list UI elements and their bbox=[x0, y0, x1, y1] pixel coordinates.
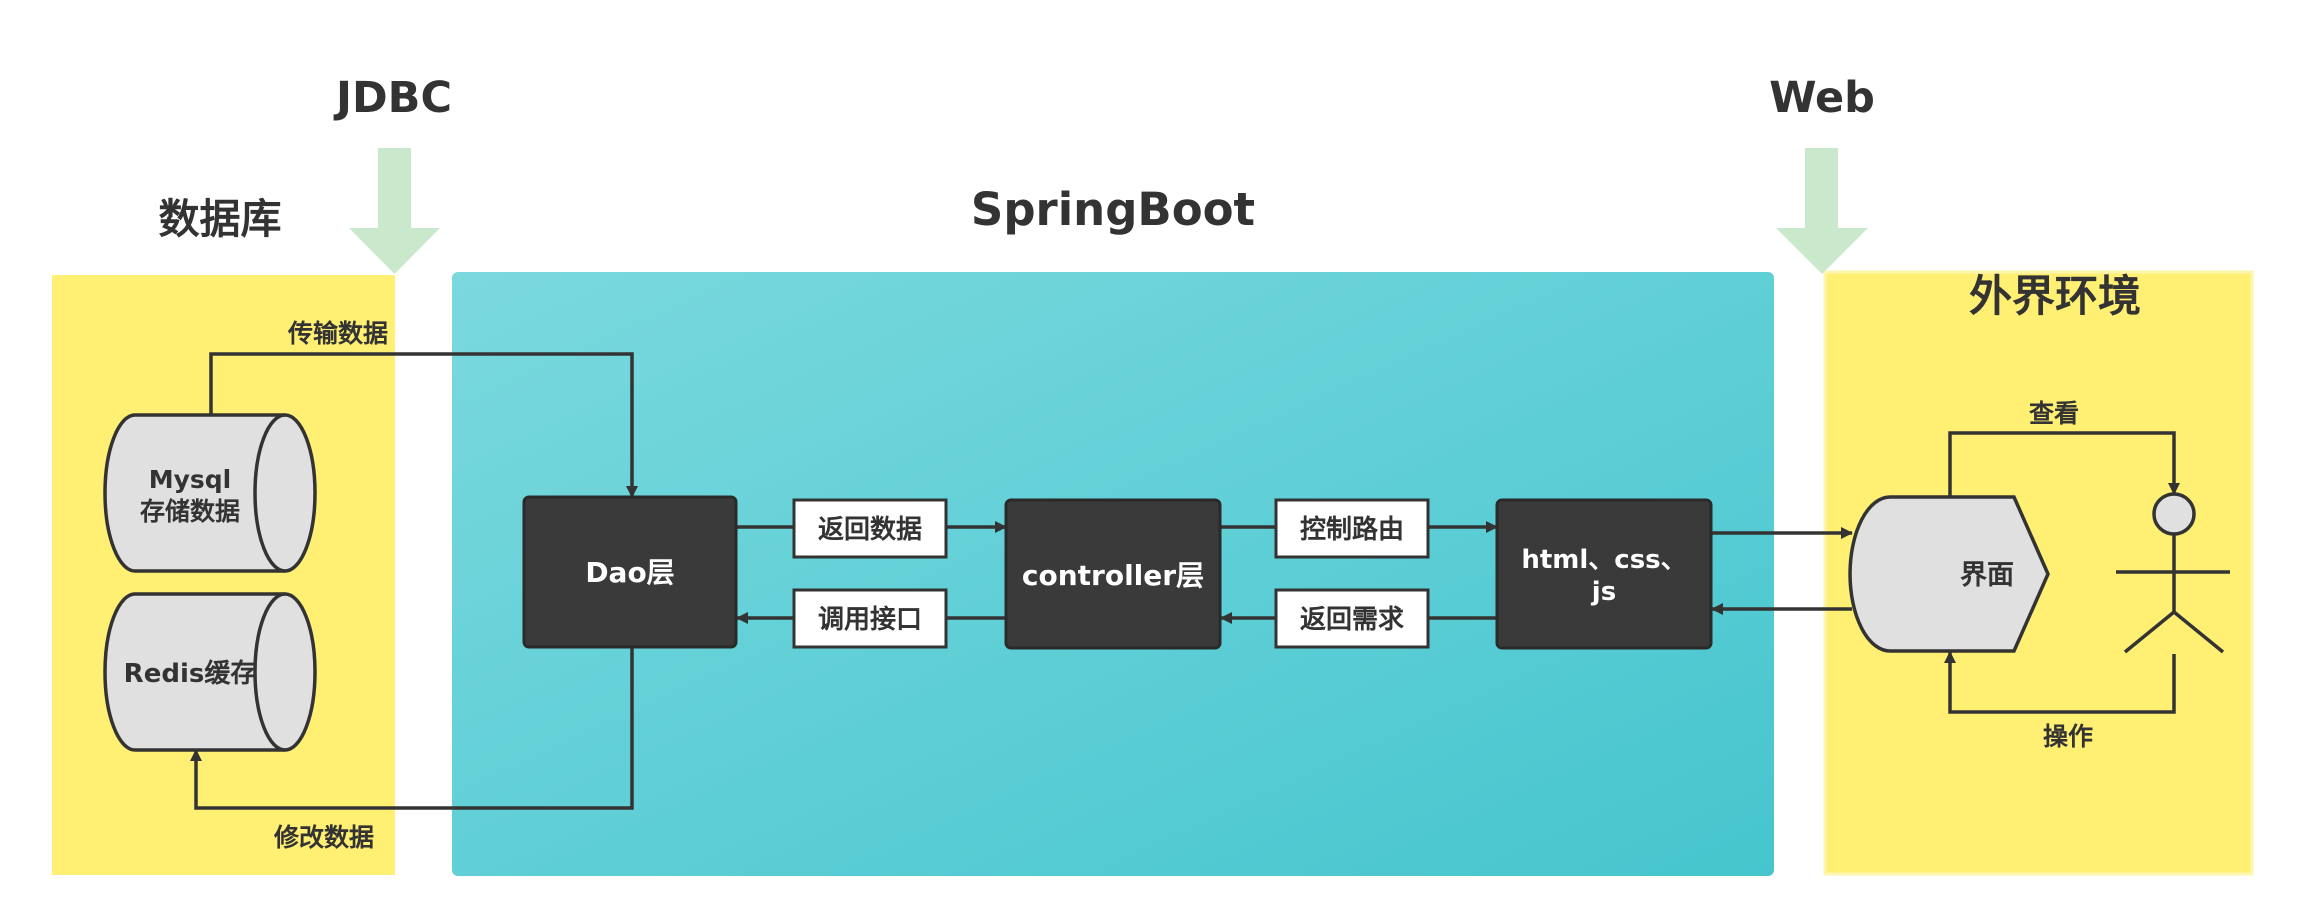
return-data-label: 返回数据 bbox=[818, 515, 922, 545]
transfer-data-label: 传输数据 bbox=[287, 319, 388, 348]
frontend-layer-box: html、css、 js bbox=[1495, 498, 1713, 650]
return-data-box: 返回数据 bbox=[792, 498, 948, 559]
view-label: 查看 bbox=[2029, 399, 2079, 428]
web-down-arrow bbox=[1776, 148, 1868, 274]
modify-data-label: 修改数据 bbox=[273, 823, 374, 852]
call-interface-label: 调用接口 bbox=[818, 605, 922, 635]
web-heading: Web bbox=[1769, 73, 1875, 123]
controller-layer-box: controller层 bbox=[1004, 498, 1222, 650]
database-heading: 数据库 bbox=[159, 195, 282, 243]
frontend-layer-label-line2: js bbox=[1591, 577, 1616, 607]
return-request-label: 返回需求 bbox=[1300, 605, 1404, 635]
redis-label: Redis缓存 bbox=[124, 658, 257, 689]
ui-display-shape: 界面 bbox=[1848, 495, 2050, 653]
jdbc-heading: JDBC bbox=[333, 73, 452, 123]
database-panel bbox=[52, 275, 395, 875]
mysql-storage-cylinder: Mysql 存储数据 bbox=[103, 413, 317, 573]
redis-cache-cylinder: Redis缓存 bbox=[103, 592, 317, 752]
return-request-box: 返回需求 bbox=[1274, 588, 1430, 649]
operate-label: 操作 bbox=[2043, 722, 2093, 751]
frontend-layer-label-line1: html、css、 bbox=[1521, 545, 1686, 575]
control-routing-box: 控制路由 bbox=[1274, 498, 1430, 559]
user-actor-icon bbox=[2116, 492, 2230, 654]
control-routing-label: 控制路由 bbox=[1300, 514, 1404, 545]
transfer-data-connector bbox=[209, 352, 638, 498]
dao-layer-label: Dao层 bbox=[585, 556, 674, 589]
call-interface-box: 调用接口 bbox=[792, 588, 948, 649]
mysql-storage-label: 存储数据 bbox=[140, 497, 240, 526]
modify-data-connector bbox=[190, 647, 634, 810]
environment-heading: 外界环境 bbox=[1969, 272, 2141, 322]
springboot-heading: SpringBoot bbox=[971, 183, 1255, 236]
operate-connector bbox=[1944, 651, 2176, 714]
ui-label: 界面 bbox=[1960, 560, 2014, 591]
controller-layer-label: controller层 bbox=[1022, 559, 1204, 592]
view-connector bbox=[1948, 431, 2180, 497]
dao-layer-box: Dao层 bbox=[522, 495, 738, 649]
mysql-label: Mysql bbox=[149, 465, 232, 494]
jdbc-down-arrow bbox=[349, 148, 440, 274]
